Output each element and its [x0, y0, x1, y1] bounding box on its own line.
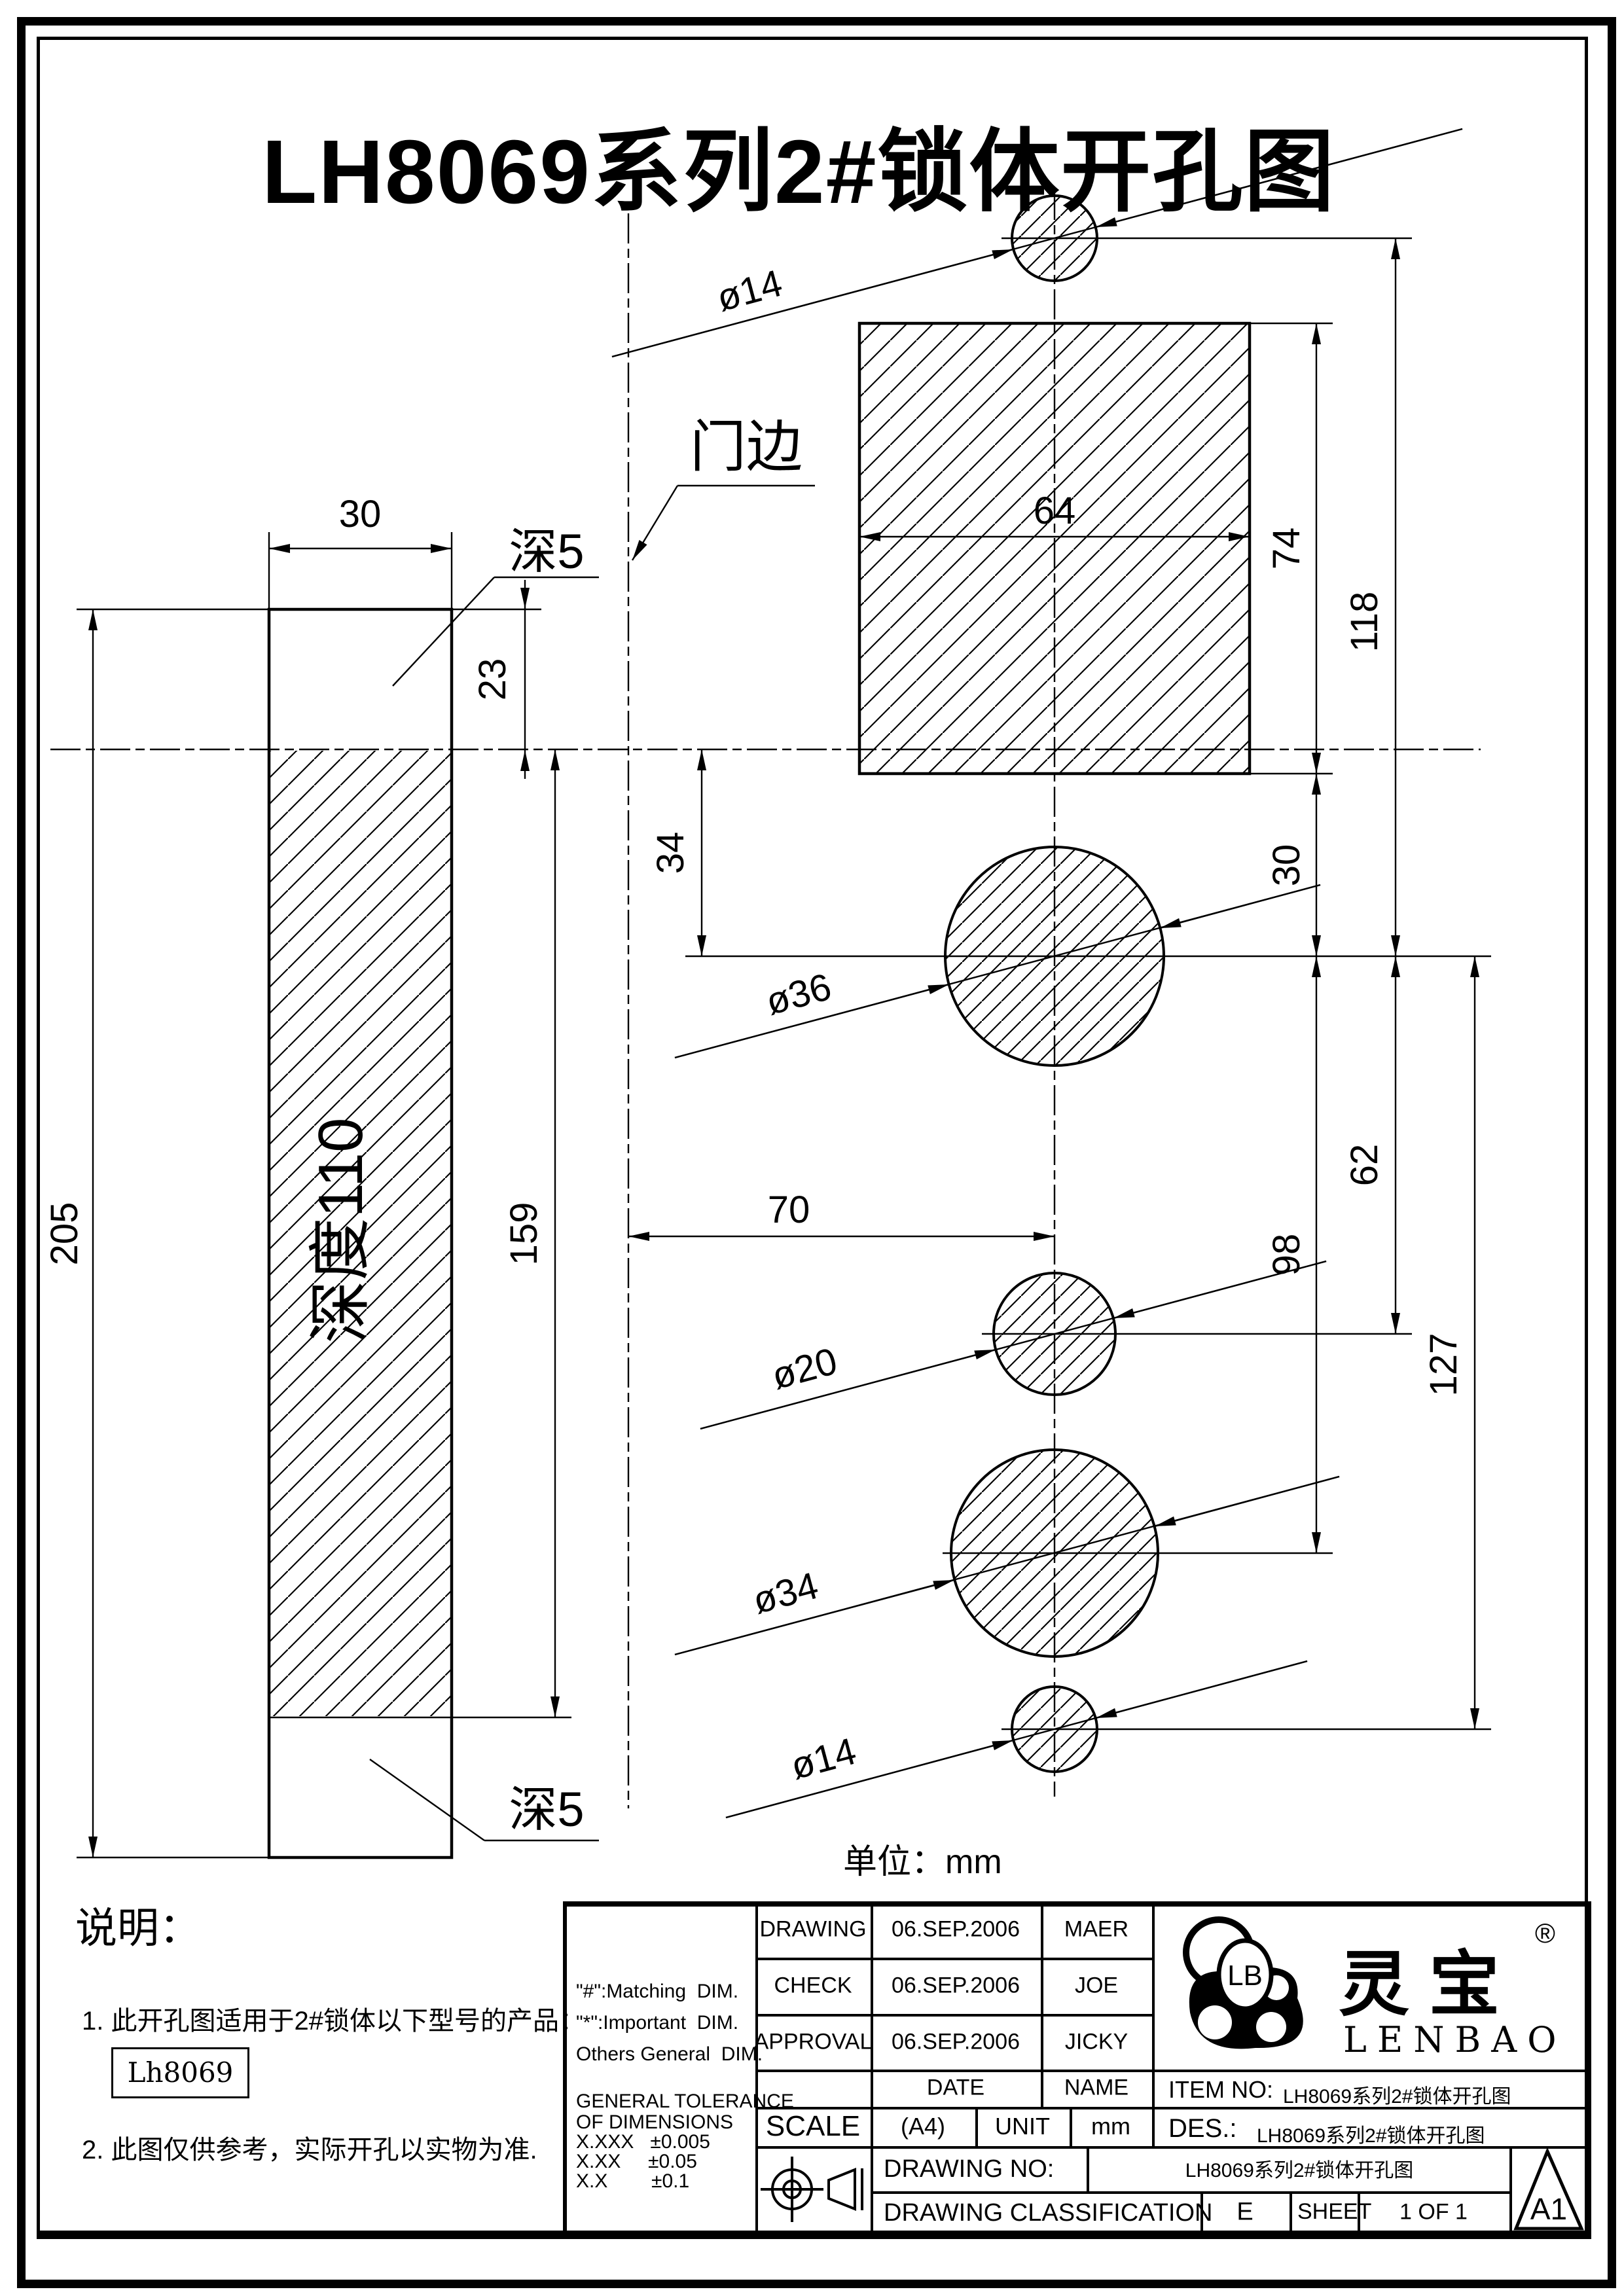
tolerance-title-2: OF DIMENSIONS	[576, 2111, 734, 2133]
dim-64: 64	[1034, 490, 1076, 532]
note-1: 1. 此开孔图适用于2#锁体以下型号的产品：	[82, 2007, 585, 2036]
projection-symbol	[761, 2157, 863, 2222]
unit-value: mm	[1091, 2113, 1130, 2140]
drawing-no-label: DRAWING NO:	[884, 2155, 1055, 2183]
logo-latin-name: LENBAO	[1343, 2019, 1567, 2060]
date-header: DATE	[926, 2075, 985, 2100]
lenbao-logo-mark: LB	[1183, 1916, 1303, 2049]
scale-label: SCALE	[765, 2110, 861, 2142]
drawing-no-value: LH8069系列2#锁体开孔图	[1185, 2160, 1414, 2181]
row-drawing-name: MAER	[1064, 1916, 1129, 1942]
dim-98: 98	[1265, 1234, 1308, 1276]
notes-heading: 说明：	[75, 1905, 201, 1952]
classification-label: DRAWING CLASSIFICATION	[884, 2199, 1213, 2227]
unit-label: UNIT	[995, 2113, 1050, 2140]
title-block	[563, 1901, 1591, 2239]
name-header: NAME	[1064, 2075, 1129, 2100]
sheet-value: 1 OF 1	[1399, 2199, 1468, 2225]
legend-matching-dim: "#":Matching DIM.	[576, 1981, 739, 2002]
des-value: LH8069系列2#锁体开孔图	[1257, 2125, 1485, 2147]
scale-value: (A4)	[900, 2113, 946, 2140]
row-drawing-label: DRAWING	[759, 1916, 867, 1942]
legend-general-dim: Others General DIM.	[576, 2043, 763, 2065]
dim-62: 62	[1343, 1144, 1386, 1187]
row-drawing-date: 06.SEP.2006	[892, 1916, 1020, 1942]
dim-74: 74	[1265, 528, 1308, 570]
item-no-label: ITEM NO:	[1168, 2076, 1273, 2103]
row-check-label: CHECK	[774, 1973, 852, 1998]
row-check-name: JOE	[1074, 1973, 1119, 1998]
page-title: LH8069系列2#锁体开孔图	[262, 122, 1336, 223]
dim-23: 23	[471, 658, 514, 701]
dia-34: ø34	[748, 1564, 822, 1623]
tolerance-title-1: GENERAL TOLERANCE	[576, 2090, 794, 2112]
mortise-hatch	[270, 751, 450, 1716]
format-badge-triangle: A1	[1513, 2147, 1584, 2231]
note-2: 2. 此图仅供参考，实际开孔以实物为准.	[82, 2136, 537, 2164]
tolerance-x: X.X ±0.1	[576, 2170, 690, 2192]
square-cutout	[857, 321, 1252, 776]
depth5-top-label: 深5	[509, 524, 584, 579]
dim-205: 205	[43, 1202, 86, 1266]
dim-30-right: 30	[1265, 844, 1308, 887]
tolerance-xxx: X.XXX ±0.005	[576, 2131, 710, 2153]
outer-border	[17, 17, 1616, 2288]
classification-value: E	[1236, 2198, 1254, 2226]
tolerance-xx: X.XX ±0.05	[576, 2151, 697, 2172]
dim-118: 118	[1343, 592, 1386, 652]
dim-30-width: 30	[339, 493, 382, 535]
format-badge-label: A1	[1530, 2192, 1567, 2226]
dia-36: ø36	[761, 965, 835, 1024]
row-approval-label: APPROVAL	[753, 2029, 873, 2054]
dia-14-bottom: ø14	[786, 1730, 860, 1788]
row-check-date: 06.SEP.2006	[892, 1973, 1020, 1998]
cad-drawing: 30 深5 23 205 159 深度110 门边 34 70 64 74 30…	[43, 128, 1491, 1881]
dim-127: 127	[1422, 1333, 1465, 1397]
dia-20: ø20	[767, 1340, 841, 1398]
unit-note: 单位：mm	[843, 1843, 1002, 1881]
des-label: DES.:	[1168, 2114, 1237, 2143]
legend-important-dim: "*":Important DIM.	[576, 2012, 739, 2034]
registered-mark: ®	[1535, 1918, 1555, 1948]
depth110-label: 深度110	[306, 1117, 376, 1343]
door-edge-label: 门边	[690, 416, 803, 478]
dim-159: 159	[503, 1202, 545, 1266]
depth5-bottom-label: 深5	[509, 1782, 584, 1837]
model-number-box: Lh8069	[111, 2047, 249, 2098]
row-approval-name: JICKY	[1064, 2029, 1128, 2054]
logo-chinese-name: 灵宝	[1339, 1943, 1520, 2026]
dim-70: 70	[768, 1189, 810, 1231]
dim-34: 34	[649, 832, 692, 874]
sheet-label: SHEET	[1297, 2199, 1372, 2224]
logo-monogram: LB	[1227, 1960, 1263, 1992]
dia-14-top: ø14	[712, 262, 786, 320]
row-approval-date: 06.SEP.2006	[892, 2029, 1020, 2054]
item-no-value: LH8069系列2#锁体开孔图	[1283, 2086, 1511, 2108]
